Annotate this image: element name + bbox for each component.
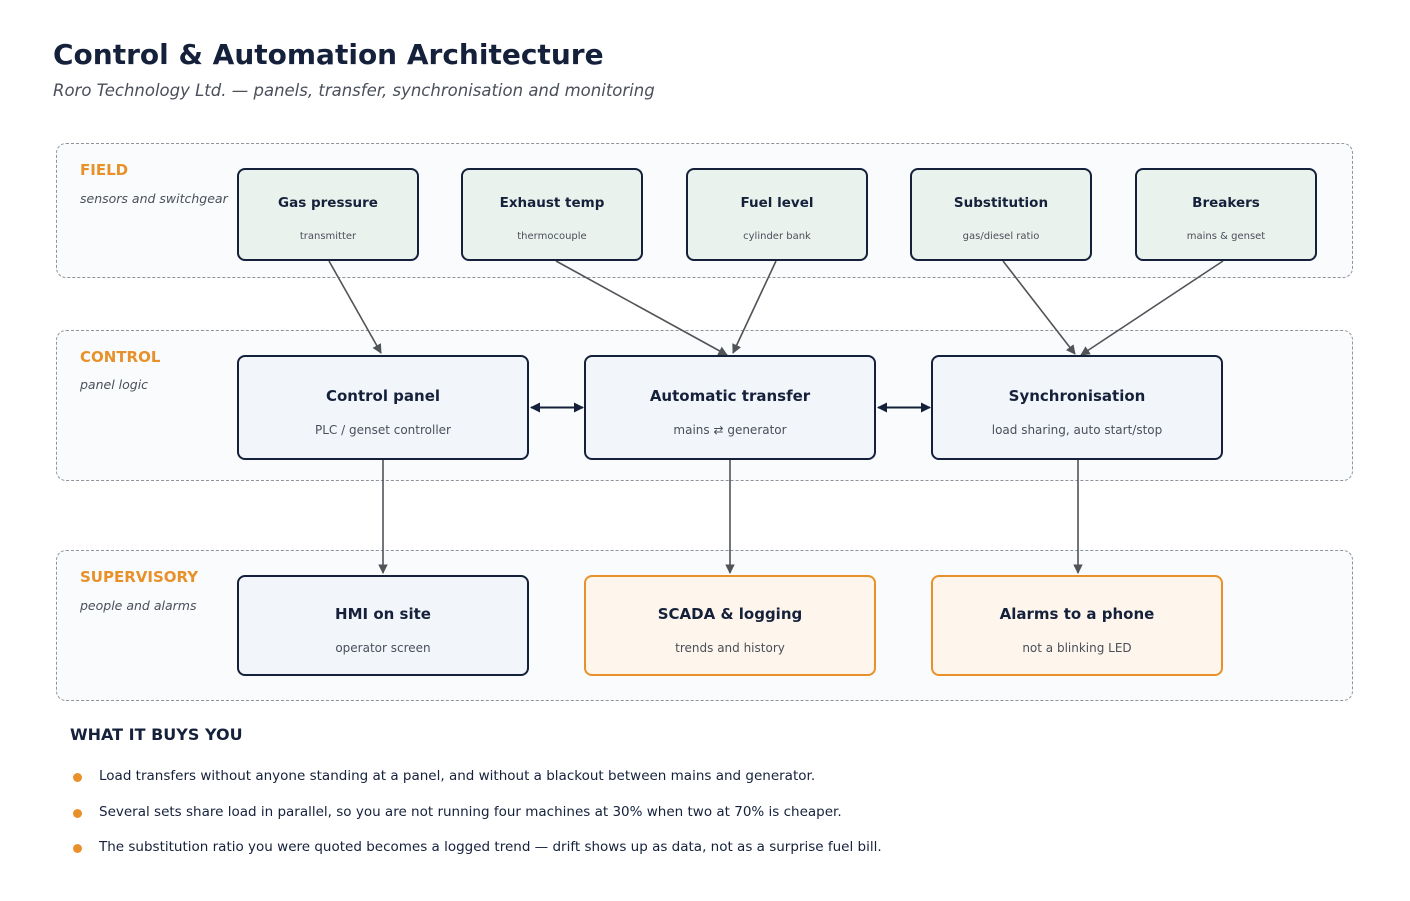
- node-title: Automatic transfer: [649, 387, 811, 405]
- node-title: Control panel: [325, 387, 441, 405]
- node-title: Alarms to a phone: [999, 605, 1155, 623]
- bullet-dot-icon: [73, 844, 82, 853]
- node-control-panel: Control panel PLC / genset controller: [237, 355, 529, 460]
- arrow-exhaust-temp-to-automatic-transfer: [555, 260, 728, 356]
- node-fuel-level: Fuel level cylinder bank: [686, 168, 868, 261]
- node-title: HMI on site: [335, 605, 431, 623]
- bullet-dot-icon: [73, 809, 82, 818]
- node-subtitle: load sharing, auto start/stop: [991, 423, 1163, 437]
- node-alarms-to-phone: Alarms to a phone not a blinking LED: [931, 575, 1223, 676]
- node-title: Breakers: [1192, 195, 1260, 211]
- field-layer-description: sensors and switchgear: [80, 191, 228, 206]
- node-gas-pressure: Gas pressure transmitter: [237, 168, 419, 261]
- node-automatic-transfer: Automatic transfer mains ⇄ generator: [584, 355, 876, 460]
- page-title: Control & Automation Architecture: [53, 38, 604, 71]
- node-subtitle: mains ⇄ generator: [673, 423, 787, 437]
- node-subtitle: not a blinking LED: [1022, 641, 1132, 655]
- benefits-heading: WHAT IT BUYS YOU: [70, 725, 243, 744]
- node-title: Fuel level: [740, 195, 814, 211]
- field-layer-name: FIELD: [80, 161, 129, 179]
- control-layer-name: CONTROL: [80, 348, 161, 366]
- benefit-text: Several sets share load in parallel, so …: [99, 804, 842, 820]
- benefit-text: Load transfers without anyone standing a…: [99, 768, 816, 784]
- node-substitution: Substitution gas/diesel ratio: [910, 168, 1092, 261]
- node-exhaust-temp: Exhaust temp thermocouple: [461, 168, 643, 261]
- node-hmi-on-site: HMI on site operator screen: [237, 575, 529, 676]
- arrow-substitution-to-synchronisation: [1002, 260, 1076, 355]
- page-subtitle: Roro Technology Ltd. — panels, transfer,…: [53, 81, 655, 100]
- node-subtitle: trends and history: [675, 641, 785, 655]
- node-subtitle: PLC / genset controller: [315, 423, 451, 437]
- arrow-gas-pressure-to-control-panel: [328, 260, 382, 354]
- node-subtitle: cylinder bank: [743, 231, 811, 242]
- node-title: Gas pressure: [278, 195, 378, 211]
- benefit-text: The substitution ratio you were quoted b…: [99, 839, 882, 855]
- node-title: Exhaust temp: [499, 195, 605, 211]
- arrow-fuel-level-to-automatic-transfer: [732, 260, 777, 354]
- node-title: SCADA & logging: [657, 605, 803, 623]
- node-breakers: Breakers mains & genset: [1135, 168, 1317, 261]
- node-subtitle: transmitter: [299, 231, 357, 242]
- node-title: Substitution: [953, 195, 1049, 211]
- node-synchronisation: Synchronisation load sharing, auto start…: [931, 355, 1223, 460]
- control-layer-description: panel logic: [80, 377, 149, 392]
- node-subtitle: mains & genset: [1186, 231, 1266, 242]
- supervisory-layer-description: people and alarms: [80, 598, 197, 613]
- node-subtitle: thermocouple: [517, 231, 587, 242]
- arrow-breakers-to-synchronisation: [1080, 260, 1224, 356]
- node-subtitle: gas/diesel ratio: [962, 231, 1040, 242]
- node-title: Synchronisation: [1008, 387, 1146, 405]
- supervisory-layer-name: SUPERVISORY: [80, 568, 199, 586]
- node-scada-logging: SCADA & logging trends and history: [584, 575, 876, 676]
- node-subtitle: operator screen: [335, 641, 431, 655]
- bullet-dot-icon: [73, 773, 82, 782]
